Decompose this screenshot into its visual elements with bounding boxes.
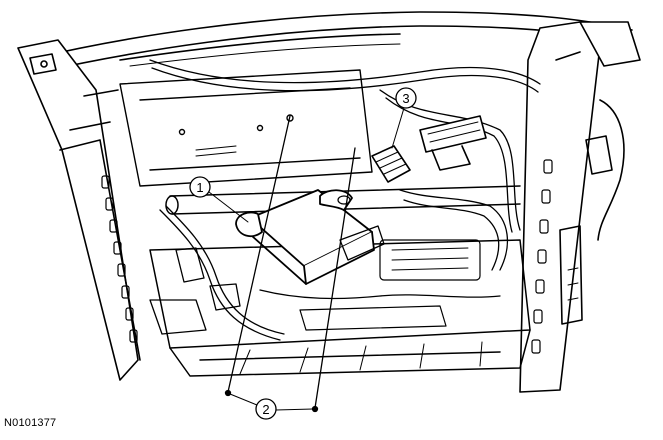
- bolts: [224, 115, 356, 413]
- figure-id-label: N0101377: [4, 417, 57, 429]
- callout-1: [189, 176, 249, 223]
- wiring-harness: [149, 59, 541, 341]
- right-frame-rail: [519, 21, 641, 393]
- electrical-connector: [371, 115, 487, 183]
- left-frame-rail: [17, 39, 141, 381]
- control-module: [235, 189, 385, 285]
- callout-2: [229, 393, 314, 420]
- lower-left-bracket: [149, 247, 241, 335]
- callout-3-number: 3: [402, 91, 409, 106]
- callout-3: [391, 87, 417, 149]
- upper-back-panel: [119, 69, 373, 187]
- lower-cushion-frame: [149, 239, 531, 377]
- callout-2-number: 2: [262, 402, 269, 417]
- callout-1-number: 1: [196, 180, 203, 195]
